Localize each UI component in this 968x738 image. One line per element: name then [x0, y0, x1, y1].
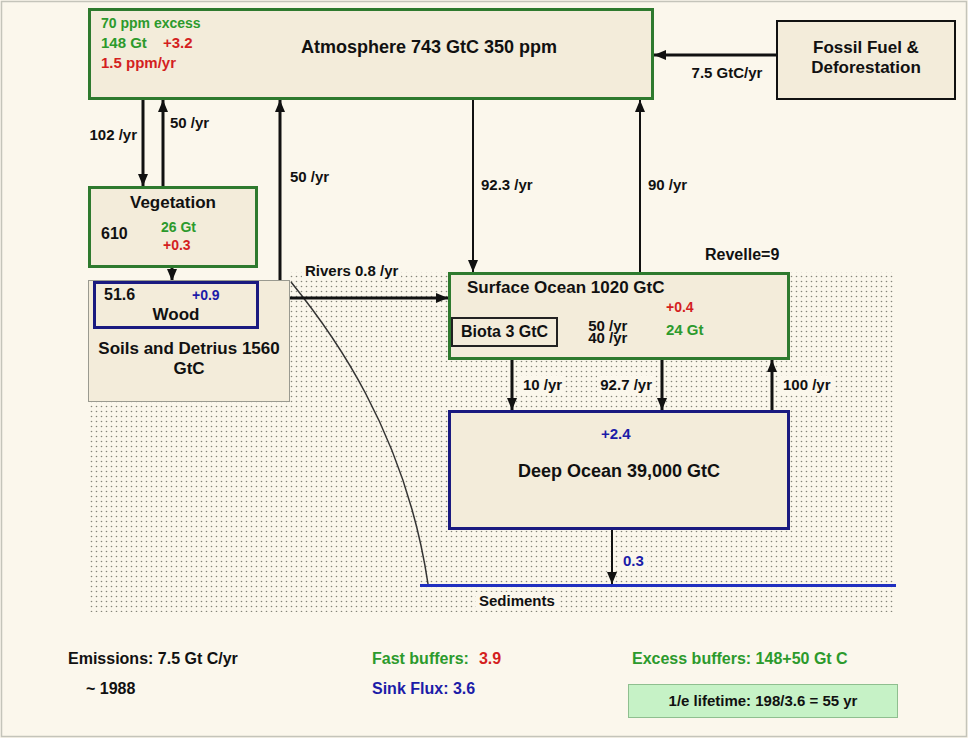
parameter-note: Revelle=9: [705, 246, 779, 264]
source-box: Fossil Fuel & Deforestation: [776, 20, 956, 100]
node-text: Deep Ocean 39,000 GtC: [518, 461, 720, 482]
flux-arrow: [611, 530, 613, 584]
node-text: 1.5 ppm/yr: [101, 54, 176, 71]
reservoir-box: Soils and Detrius 1560 GtC 51.6 +0.9Wood: [88, 280, 290, 402]
ocean-stipple: [88, 272, 895, 612]
node-text: Surface Ocean 1020 GtC: [467, 278, 664, 298]
flux-arrow: [639, 100, 641, 272]
reservoir-box: Biota 3 GtC: [451, 317, 558, 347]
shelf-curve: [291, 282, 428, 584]
node-text: Fossil Fuel & Deforestation: [784, 38, 948, 77]
node-text: +3.2: [163, 34, 193, 51]
reservoir-box: Vegetation610 26 Gt +0.3: [88, 186, 258, 268]
flux-arrow: [142, 100, 145, 186]
summary-note: ~ 1988: [86, 680, 135, 698]
flux-label: 7.5 GtC/yr: [690, 64, 764, 81]
summary-note: Emissions: 7.5 Gt C/yr: [68, 650, 238, 668]
node-text: +0.9: [192, 287, 220, 303]
flux-label: 90 /yr: [648, 176, 687, 193]
node-text: Wood: [153, 305, 200, 325]
summary-note: Fast buffers:: [372, 650, 469, 668]
flux-label: 100 /yr: [780, 376, 834, 393]
node-text: 1/e lifetime: 198/3.6 = 55 yr: [669, 692, 858, 709]
reservoir-box: 51.6 +0.9Wood: [93, 281, 259, 329]
reservoir-box: Surface Ocean 1020 GtC+0.4 24 Gt Biota 3 G…: [448, 272, 790, 360]
node-text: 610: [101, 225, 128, 243]
node-text: 148 Gt: [101, 34, 147, 51]
summary-note: Excess buffers: 148+50 Gt C: [632, 650, 848, 668]
flux-label: 50 /yr: [170, 114, 209, 131]
node-text: +2.4: [601, 425, 631, 442]
flux-arrow: [654, 54, 776, 57]
flux-arrow: [661, 360, 664, 410]
summary-value: 3.9: [479, 650, 501, 668]
node-text: +0.3: [163, 237, 191, 253]
flux-arrow: [290, 297, 448, 300]
flux-arrow: [511, 360, 514, 410]
flux-label: 50 /yr: [290, 168, 329, 185]
flux-label: 102 /yr: [89, 126, 137, 143]
summary-note: Sink Flux: 3.6: [372, 680, 475, 698]
node-text: 26 Gt: [161, 219, 196, 235]
node-text: Biota 3 GtC: [461, 323, 548, 341]
flux-arrow: [279, 100, 282, 280]
flux-arrow: [771, 360, 774, 410]
flux-arrow: [472, 100, 474, 272]
reservoir-box: 70 ppm excess 148 Gt +3.2 Atmosphere 743 Gt…: [88, 8, 654, 100]
node-text: +0.4: [666, 299, 694, 315]
node-text: Sediments: [476, 592, 558, 609]
flux-label: 92.7 /yr: [597, 376, 655, 393]
sediment-band: Sediments: [420, 584, 896, 614]
node-text: Vegetation: [130, 193, 216, 213]
node-text: Atmosphere 743 GtC 350 ppm: [301, 37, 557, 58]
flux-label: 92.3 /yr: [481, 176, 533, 193]
node-text: Soils and Detrius 1560 GtC: [94, 339, 284, 378]
flux-label: 10 /yr: [520, 376, 565, 393]
flux-label: 0.3: [620, 552, 647, 569]
node-text: 70 ppm excess: [101, 15, 201, 31]
node-text: 51.6: [104, 286, 135, 304]
reservoir-box: +2.4Deep Ocean 39,000 GtC: [448, 410, 790, 530]
flux-label: Rivers 0.8 /yr: [302, 262, 401, 279]
summary-box: 1/e lifetime: 198/3.6 = 55 yr: [628, 684, 898, 718]
flux-arrow: [162, 100, 165, 186]
node-text: 24 Gt: [666, 321, 704, 338]
